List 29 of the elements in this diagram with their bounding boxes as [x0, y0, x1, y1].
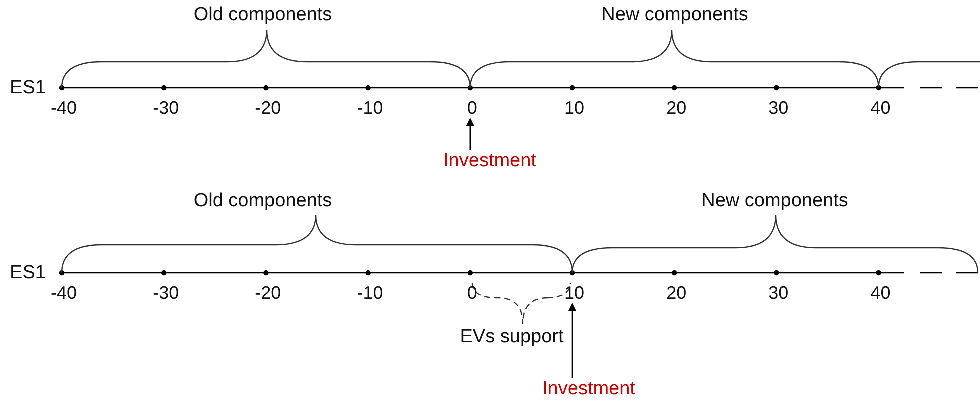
tick-label: 20 — [666, 99, 687, 117]
tick-label: -40 — [51, 99, 77, 117]
tick-label: 10 — [564, 284, 585, 302]
tick-label: 20 — [666, 284, 687, 302]
brace-label: Old components — [194, 192, 332, 210]
tick-label: 0 — [467, 99, 478, 117]
tick-label: 40 — [870, 284, 891, 302]
tick-label: -30 — [153, 284, 180, 302]
brace-label: New components — [702, 192, 848, 210]
tick-label: 0 — [467, 284, 478, 302]
investment-label: Investment — [542, 380, 636, 398]
arrow — [466, 118, 474, 150]
arrow — [568, 303, 576, 378]
tick-label: -20 — [255, 99, 282, 117]
tick-label: -40 — [51, 284, 77, 302]
tick-label: 30 — [768, 284, 789, 302]
brace-label: Old components — [194, 6, 332, 24]
tick-label: -10 — [357, 99, 384, 117]
tick-label: 30 — [768, 99, 789, 117]
tick-label: 10 — [564, 99, 585, 117]
timeline-label: ES1 — [10, 78, 46, 98]
brace-label: New components — [602, 6, 748, 24]
brace-label: EVs support — [460, 328, 564, 346]
investment-label: Investment — [444, 152, 536, 170]
tick-label: -20 — [255, 284, 282, 302]
tick-label: 40 — [870, 99, 891, 117]
tick-label: -10 — [357, 284, 384, 302]
timeline-label: ES1 — [10, 264, 46, 282]
tick-label: -30 — [153, 99, 180, 117]
